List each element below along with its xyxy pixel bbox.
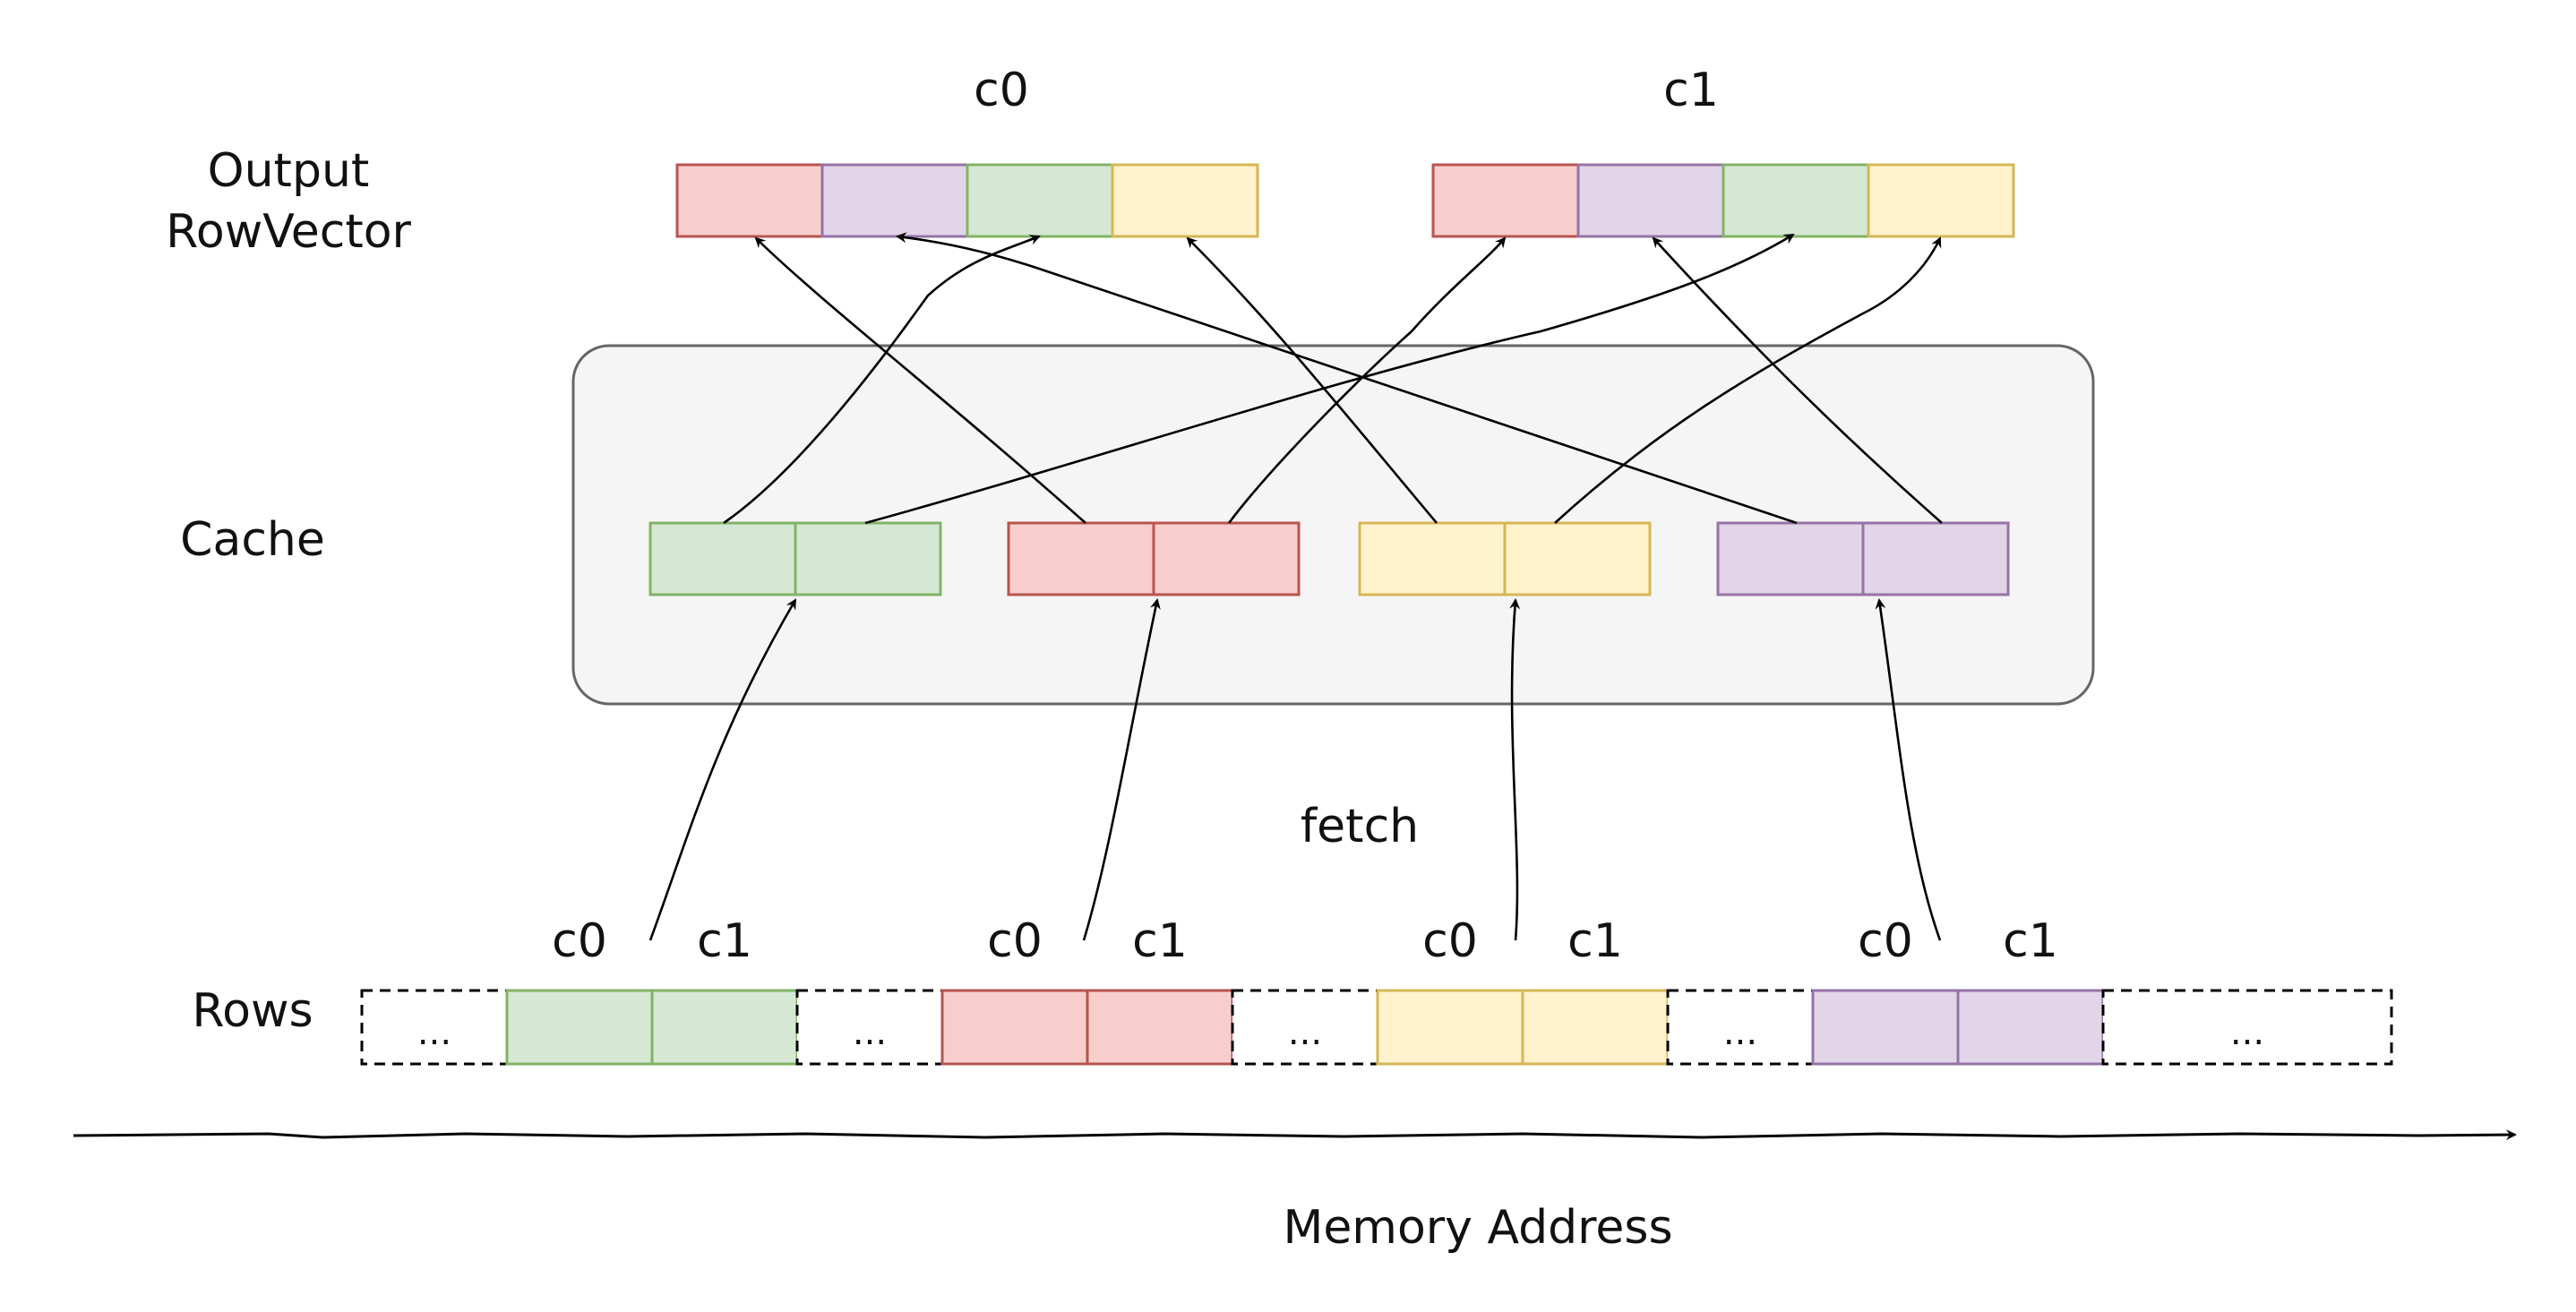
output-c0-cell-yellow [1111, 163, 1259, 238]
output-c1-cell-green [1722, 163, 1870, 238]
row-purple-c1 [1956, 989, 2105, 1066]
gather-arrow [1652, 236, 1943, 524]
fetch-arrow [1509, 598, 1521, 941]
output-c0-cell-red [675, 163, 824, 238]
row-column-label-c1: c1 [1567, 914, 1623, 968]
cache-purple-c0 [1716, 521, 1865, 596]
gather-arrow [1186, 236, 1438, 524]
output-c1-header: c1 [1663, 64, 1719, 117]
ellipsis-text: ... [1288, 1012, 1322, 1053]
row-column-label-c1: c1 [2003, 914, 2058, 968]
gather-arrow [754, 236, 1086, 524]
cache-purple-c1 [1861, 521, 2010, 596]
row-gap [360, 989, 509, 1066]
row-column-label-c1: c1 [1132, 914, 1188, 968]
ellipsis-text: ... [2230, 1012, 2264, 1053]
cache-red-c1 [1152, 521, 1301, 596]
fetch-arrow [1082, 598, 1161, 941]
row-yellow-c0 [1376, 989, 1524, 1066]
output-c0-header: c0 [974, 64, 1029, 117]
gather-arrow [864, 233, 1795, 525]
output-c1-cell-red [1431, 163, 1580, 238]
row-column-label-c1: c1 [697, 914, 752, 968]
row-yellow-c1 [1521, 989, 1670, 1066]
memory-address-axis [73, 1129, 2517, 1141]
row-gap [1666, 989, 1815, 1066]
row-green-c1 [650, 989, 799, 1066]
fetch-label: fetch [1301, 800, 1419, 853]
row-column-label-c0: c0 [1422, 914, 1478, 968]
arrows [648, 232, 1943, 941]
row-green-c0 [505, 989, 654, 1066]
output-c1-cell-purple [1576, 163, 1725, 238]
gather-arrow [1554, 236, 1942, 524]
ellipsis-text: ... [417, 1012, 451, 1053]
output-rowvectors [675, 163, 2015, 238]
cache-region [571, 344, 2095, 706]
memory-rows: ............... [360, 989, 2393, 1066]
gather-arrow [1227, 236, 1507, 524]
output-c0-cell-purple [820, 163, 969, 238]
row-red-c1 [1086, 989, 1234, 1066]
row-gap [795, 989, 944, 1066]
row-purple-c0 [1811, 989, 1960, 1066]
ellipsis-text: ... [853, 1012, 887, 1053]
cache-blocks [648, 521, 2010, 596]
cache-red-c0 [1007, 521, 1155, 596]
row-column-label-c0: c0 [1858, 914, 1913, 968]
cache-yellow-c1 [1503, 521, 1652, 596]
gather-arrow [896, 232, 1798, 525]
fetch-arrow [1875, 598, 1942, 941]
ellipsis-text: ... [1723, 1012, 1757, 1053]
row-gap [2101, 989, 2393, 1066]
output-c0-cell-green [966, 163, 1114, 238]
row-column-label-c0: c0 [552, 914, 607, 968]
fetch-arrow [648, 598, 797, 941]
rows-label: Rows [192, 984, 313, 1038]
row-red-c0 [940, 989, 1089, 1066]
output-c1-cell-yellow [1867, 163, 2015, 238]
cache-yellow-c0 [1358, 521, 1507, 596]
gather-arrow [723, 235, 1041, 525]
cache-green-c0 [648, 521, 797, 596]
output-label-line1: Output [208, 144, 370, 198]
row-column-label-c0: c0 [987, 914, 1043, 968]
output-label-line2: RowVector [166, 205, 411, 259]
row-gap [1231, 989, 1379, 1066]
row-column-labels: c0 c1 c0 c1 c0 c1 c0 c1 [552, 914, 2058, 968]
cache-green-c1 [794, 521, 942, 596]
cache-label: Cache [180, 513, 325, 567]
memory-address-label: Memory Address [1283, 1201, 1672, 1255]
